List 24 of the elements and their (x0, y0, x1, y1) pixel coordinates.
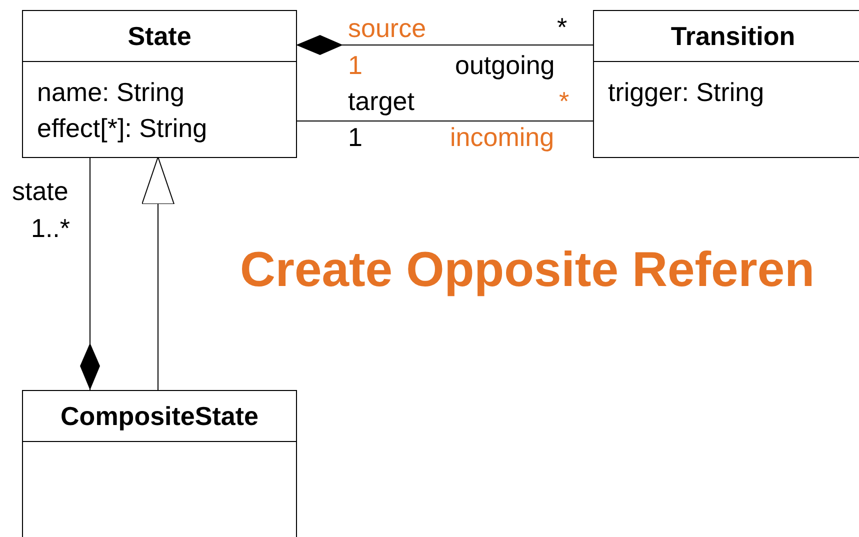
class-name: State (128, 20, 192, 52)
attribute-text: name: String (37, 76, 186, 109)
title: Create Opposite Referen (240, 242, 815, 298)
multiplicity-label: 1..* (31, 213, 70, 243)
role-label: 1 (348, 122, 362, 152)
class-box (22, 10, 297, 158)
role-label: target (348, 86, 414, 116)
role-label: outgoing (455, 50, 555, 80)
class-name: CompositeState (60, 400, 258, 432)
generalization-arrow (142, 156, 174, 390)
role-label: * (559, 86, 570, 116)
attribute-text: trigger: String (608, 76, 766, 109)
role-label: state (12, 176, 68, 206)
role-label: incoming (450, 122, 554, 152)
association-line (296, 120, 594, 122)
composition-line (296, 35, 594, 55)
composition-line (80, 156, 100, 390)
class-box (593, 10, 859, 158)
role-label: source (348, 13, 426, 43)
class-box (22, 390, 297, 537)
role-label: 1 (348, 50, 362, 80)
role-label: * (557, 12, 568, 42)
class-name: Transition (670, 20, 796, 52)
attribute-text: effect[*]: String (37, 112, 208, 145)
